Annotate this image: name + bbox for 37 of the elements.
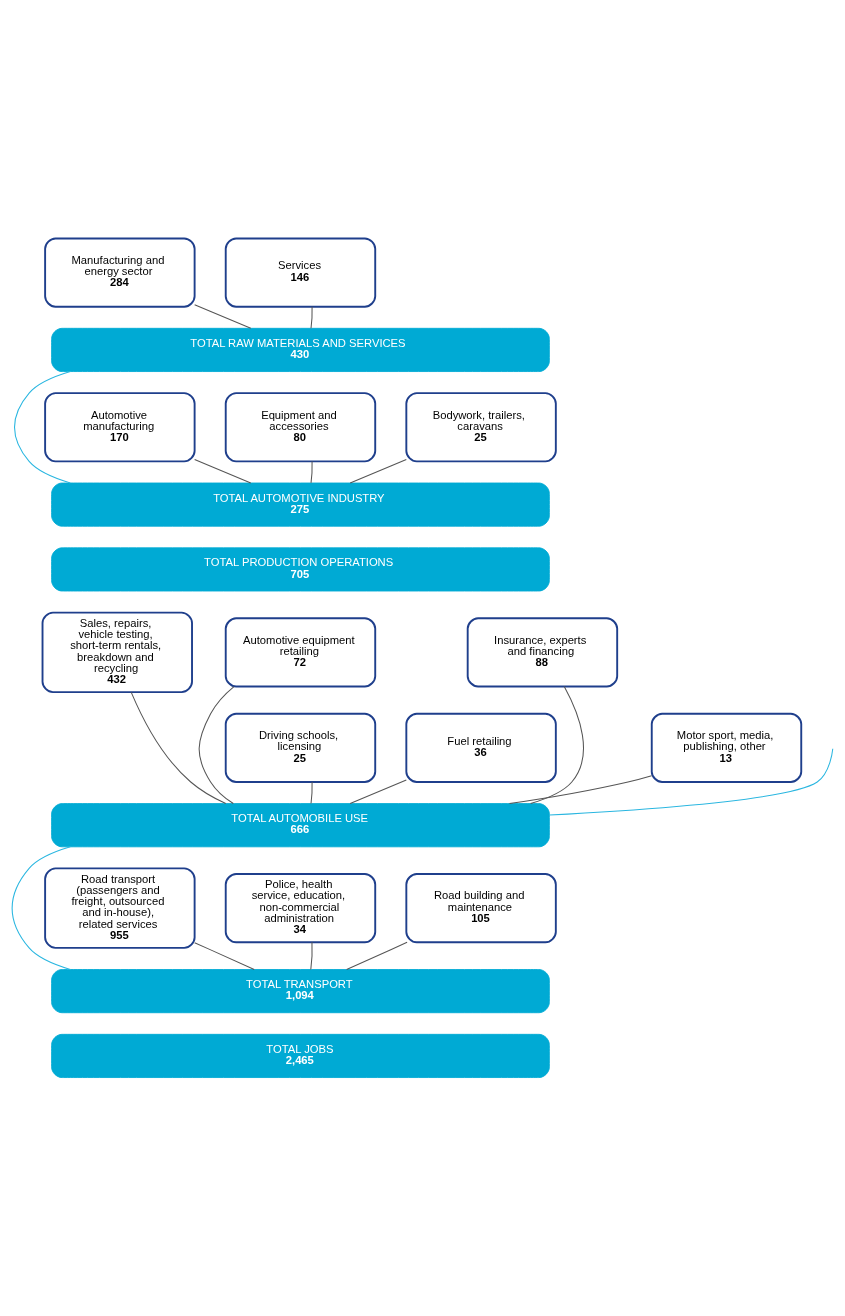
node-box: Fuel retailing 36 (405, 712, 557, 783)
connector (349, 458, 407, 484)
connector (194, 942, 255, 970)
node-box: Sales, repairs, vehicle testing, short-term rentals, breakdown and recycling 432 (41, 611, 193, 694)
node-box: Manufacturing and energy sector 284 (44, 237, 196, 308)
node-box: TOTAL PRODUCTION OPERATIONS 705 (51, 547, 550, 592)
node-box: Services 146 (224, 237, 377, 308)
node-box: Insurance, experts and financing 88 (466, 617, 619, 688)
connector (194, 304, 252, 329)
node-box: TOTAL RAW MATERIALS AND SERVICES 430 (51, 327, 550, 372)
node-box: Bodywork, trailers, caravans 25 (405, 392, 557, 463)
node-box: Road building and maintenance 105 (405, 873, 557, 944)
node-box: Equipment and accessories 80 (224, 392, 377, 463)
connector (198, 686, 235, 805)
connector (346, 941, 408, 970)
node-box: Motor sport, media, publishing, other 13 (650, 712, 803, 783)
connector (310, 941, 313, 970)
connector (13, 371, 71, 484)
node-box: Automotive equipment retailing 72 (224, 617, 377, 688)
connector (310, 461, 313, 484)
node-box: Automotive manufacturing 170 (44, 392, 196, 463)
connector (194, 458, 252, 484)
connector (11, 846, 71, 970)
node-box: Police, health service, education, non-commercial administration 34 (224, 873, 377, 944)
connector (508, 775, 653, 805)
connector (548, 748, 834, 816)
connector (349, 779, 407, 805)
connector (310, 781, 313, 805)
node-box: TOTAL TRANSPORT 1,094 (51, 969, 550, 1014)
node-box: Road transport (passengers and freight, outsourced and in-house), related services 955 (44, 867, 196, 949)
node-box: TOTAL AUTOMOBILE USE 666 (51, 803, 550, 848)
node-box: TOTAL AUTOMOTIVE INDUSTRY 275 (51, 482, 550, 527)
node-box: Driving schools, licensing 25 (224, 712, 377, 783)
connector (130, 691, 227, 805)
connector (310, 306, 313, 329)
node-box: TOTAL JOBS 2,465 (51, 1033, 550, 1078)
connector (530, 686, 584, 805)
